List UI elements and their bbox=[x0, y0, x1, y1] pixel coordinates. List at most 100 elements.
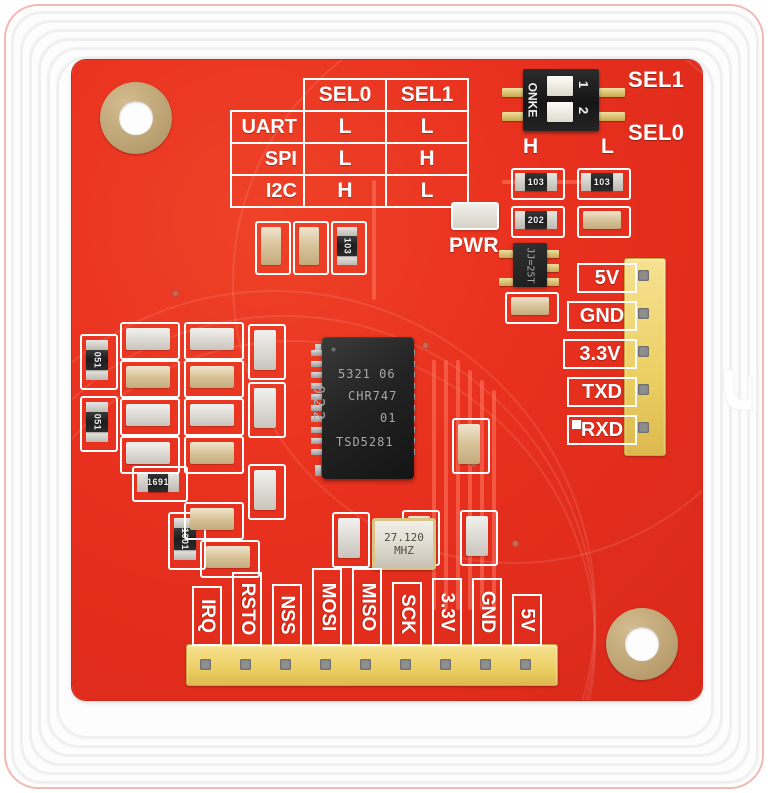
smd-pad-outline bbox=[505, 292, 559, 324]
header-hole[interactable] bbox=[240, 659, 251, 670]
label-sel1: SEL1 bbox=[628, 67, 685, 92]
ic-pin bbox=[315, 465, 321, 476]
smd-pad-outline bbox=[577, 206, 631, 238]
pin-label-rxd: RXD bbox=[567, 415, 637, 445]
regulator-leg bbox=[545, 264, 559, 272]
row-label-i2c: I2C bbox=[230, 174, 305, 208]
pin-label-gnd-bottom: GND bbox=[472, 578, 502, 646]
table-row: I2C H L bbox=[230, 174, 469, 208]
smd-capacitor bbox=[583, 211, 621, 229]
smd-pad-outline bbox=[255, 221, 291, 275]
header-hole[interactable] bbox=[638, 308, 649, 319]
smd-metal-end bbox=[515, 211, 525, 229]
pin-label-3v3: 3.3V bbox=[563, 339, 637, 369]
smd-metal-end bbox=[581, 173, 591, 191]
dip-switch-leg bbox=[502, 112, 528, 121]
pcb-trace bbox=[444, 360, 448, 610]
ic-pin bbox=[311, 394, 322, 400]
ic-pin bbox=[315, 344, 321, 355]
header-hole[interactable] bbox=[638, 384, 649, 395]
crystal-oscillator: 27.120 MHZ bbox=[372, 518, 436, 570]
smd-pad-outline bbox=[120, 436, 180, 474]
header-hole[interactable] bbox=[440, 659, 451, 670]
resistor-103-b: 103 bbox=[591, 173, 613, 191]
ic-pin bbox=[311, 405, 322, 411]
smd-pad-outline bbox=[184, 436, 244, 474]
config-table: SEL0 SEL1 UART L L SPI L H I2C bbox=[230, 78, 469, 208]
header-hole[interactable] bbox=[638, 270, 649, 281]
smd-capacitor bbox=[338, 518, 360, 558]
table-header-row: SEL0 SEL1 bbox=[231, 78, 469, 112]
smd-capacitor bbox=[126, 442, 170, 464]
smd-pad-outline bbox=[460, 510, 498, 566]
pin-label-5v: 5V bbox=[577, 263, 637, 293]
smd-capacitor bbox=[466, 516, 488, 556]
smd-pad-outline bbox=[80, 396, 118, 452]
smd-pad-outline bbox=[184, 322, 244, 360]
ic-pin bbox=[311, 416, 322, 422]
smd-metal-end bbox=[547, 173, 557, 191]
header-hole[interactable] bbox=[638, 346, 649, 357]
smd-metal-end bbox=[547, 211, 557, 229]
dip-switch-leg bbox=[599, 88, 625, 97]
smd-metal-end bbox=[337, 227, 357, 236]
dip-switch-lever-1[interactable] bbox=[547, 76, 573, 96]
pcb-via bbox=[512, 540, 519, 547]
smd-pad-outline bbox=[248, 324, 286, 380]
smd-metal-end bbox=[613, 173, 623, 191]
header-hole[interactable] bbox=[480, 659, 491, 670]
smd-capacitor bbox=[458, 424, 480, 464]
pin-label-rsto: RSTO bbox=[232, 572, 262, 646]
header-hole[interactable] bbox=[400, 659, 411, 670]
pin-label-nss: NSS bbox=[272, 584, 302, 646]
smd-capacitor bbox=[126, 328, 170, 350]
smd-pad-outline bbox=[80, 334, 118, 390]
header-hole[interactable] bbox=[320, 659, 331, 670]
header-hole[interactable] bbox=[360, 659, 371, 670]
smd-pad-outline bbox=[452, 418, 490, 474]
pcb-trace bbox=[468, 370, 472, 610]
smd-capacitor bbox=[254, 330, 276, 370]
resistor-103-a: 103 bbox=[525, 173, 547, 191]
pcb-trace bbox=[480, 380, 484, 610]
smd-metal-end bbox=[337, 256, 357, 265]
smd-capacitor bbox=[190, 508, 234, 530]
ic-pin bbox=[311, 449, 322, 455]
ic-pin bbox=[311, 372, 322, 378]
smd-pad-outline bbox=[331, 221, 367, 275]
resistor-202: 202 bbox=[525, 211, 547, 229]
smd-pad-outline bbox=[577, 168, 631, 200]
pin-label-irq: IRQ bbox=[192, 586, 222, 646]
dip-label-l: L bbox=[601, 135, 615, 158]
ic-pin1-dot bbox=[331, 347, 336, 352]
smd-metal-end bbox=[86, 370, 108, 380]
dip-switch[interactable]: ONKE 1 2 bbox=[523, 69, 599, 131]
smd-metal-end bbox=[86, 340, 108, 350]
smd-metal-end bbox=[174, 550, 196, 560]
smd-metal-end bbox=[86, 432, 108, 442]
header-hole[interactable] bbox=[638, 422, 649, 433]
cell-spi-sel0: L bbox=[303, 142, 387, 176]
smd-capacitor bbox=[206, 546, 250, 568]
smd-capacitor bbox=[261, 227, 281, 265]
cell-i2c-sel0: H bbox=[303, 174, 387, 208]
ic-pin bbox=[311, 383, 322, 389]
dip-label-h: H bbox=[523, 135, 539, 158]
pin-label-txd: TXD bbox=[567, 377, 637, 407]
pcb-via bbox=[422, 342, 429, 349]
smd-metal-end bbox=[137, 472, 148, 492]
pin-label-gnd: GND bbox=[567, 301, 637, 331]
header-hole[interactable] bbox=[200, 659, 211, 670]
dip-switch-lever-2[interactable] bbox=[547, 102, 573, 122]
resistor-103-c: 103 bbox=[337, 236, 357, 256]
smd-pad-outline bbox=[120, 360, 180, 398]
pcb-trace bbox=[432, 360, 436, 610]
mounting-hole-top-left bbox=[100, 82, 172, 154]
header-hole[interactable] bbox=[520, 659, 531, 670]
smd-pad-outline bbox=[120, 322, 180, 360]
header-hole[interactable] bbox=[280, 659, 291, 670]
dip-switch-leg bbox=[502, 88, 528, 97]
regulator-leg bbox=[499, 250, 513, 258]
smd-capacitor bbox=[126, 404, 170, 426]
